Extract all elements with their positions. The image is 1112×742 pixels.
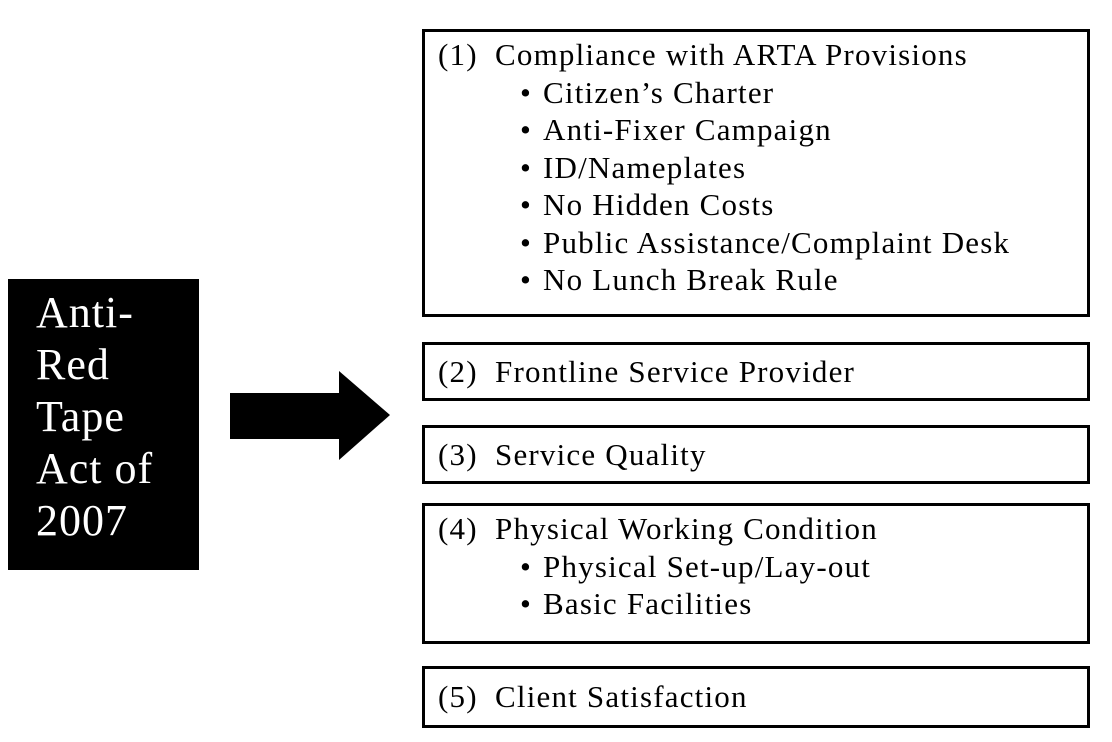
bullet-icon: • xyxy=(520,224,533,260)
item-number: (4) xyxy=(438,511,478,546)
bullet-text: Anti-Fixer Campaign xyxy=(543,112,832,147)
source-box-line: Anti- xyxy=(36,288,134,337)
item-number: (3) xyxy=(438,436,478,472)
item-title: Client Satisfaction xyxy=(495,679,748,715)
category-header: (1) Compliance with ARTA Provisions xyxy=(425,36,1087,74)
category-box-4: (4) Physical Working Condition •Physical… xyxy=(422,503,1090,644)
bullet-item: • ID/Nameplates xyxy=(425,149,1087,187)
bullet-icon: • xyxy=(520,74,533,110)
bullet-icon: • xyxy=(520,548,533,584)
item-title: Compliance with ARTA Provisions xyxy=(495,37,968,72)
bullet-text: Citizen’s Charter xyxy=(543,74,775,110)
category-header: (4) Physical Working Condition xyxy=(425,510,1087,548)
item-number: (2) xyxy=(438,353,478,389)
bullet-text: ID/Nameplates xyxy=(543,149,747,185)
bullet-item: • Public Assistance/Complaint Desk xyxy=(425,224,1087,262)
category-box-1: (1) Compliance with ARTA Provisions • Cit… xyxy=(422,29,1090,317)
bullet-icon: • xyxy=(520,187,533,222)
right-arrow-icon xyxy=(230,371,390,460)
bullet-text: Public Assistance/Complaint Desk xyxy=(543,224,1011,260)
bullet-icon: • xyxy=(520,149,533,185)
bullet-icon: • xyxy=(520,112,533,147)
bullet-item: • Basic Facilities xyxy=(425,585,1087,623)
bullet-item: • Citizen’s Charter xyxy=(425,74,1087,112)
item-title: Service Quality xyxy=(495,436,707,472)
bullet-item: • Physical Set-up/Lay-out xyxy=(425,548,1087,586)
bullet-item: • No Lunch Break Rule xyxy=(425,261,1087,299)
bullet-icon: • xyxy=(520,586,533,621)
category-header: (5) Client Satisfaction xyxy=(425,678,748,716)
arta-source-box: Anti- Red Tape Act of 2007 xyxy=(8,279,199,570)
item-number: (5) xyxy=(438,679,478,715)
category-header: (3) Service Quality xyxy=(425,436,707,474)
bullet-icon: • xyxy=(520,262,533,297)
source-box-line: Tape xyxy=(36,392,125,441)
bullet-text: No Lunch Break Rule xyxy=(543,262,839,297)
bullet-list: • Physical Set-up/Lay-out • Basic Faciliti… xyxy=(425,548,1087,623)
bullet-item: • No Hidden Costs xyxy=(425,186,1087,224)
source-box-line: Act of xyxy=(36,444,154,493)
category-box-5: (5) Client Satisfaction xyxy=(422,666,1090,728)
category-box-3: (3) Service Quality xyxy=(422,425,1090,484)
source-box-line: Red xyxy=(36,340,110,389)
source-box-line: 2007 xyxy=(36,496,128,545)
category-box-2: (2) Frontline Service Provider xyxy=(422,342,1090,401)
bullet-text: Physical Set-up/Lay-out xyxy=(543,548,872,584)
flow-arrow xyxy=(225,365,400,470)
category-header: (2) Frontline Service Provider xyxy=(425,353,855,391)
bullet-text: No Hidden Costs xyxy=(543,187,775,222)
item-title: Frontline Service Provider xyxy=(495,353,856,389)
item-number: (1) xyxy=(438,37,478,72)
bullet-item: • Anti-Fixer Campaign xyxy=(425,111,1087,149)
bullet-text: Basic Facilities xyxy=(543,586,753,621)
item-title: Physical Working Condition xyxy=(495,511,878,546)
bullet-list: •Citizen’s Charter •Anti-Fixer Campaign … xyxy=(425,74,1087,299)
